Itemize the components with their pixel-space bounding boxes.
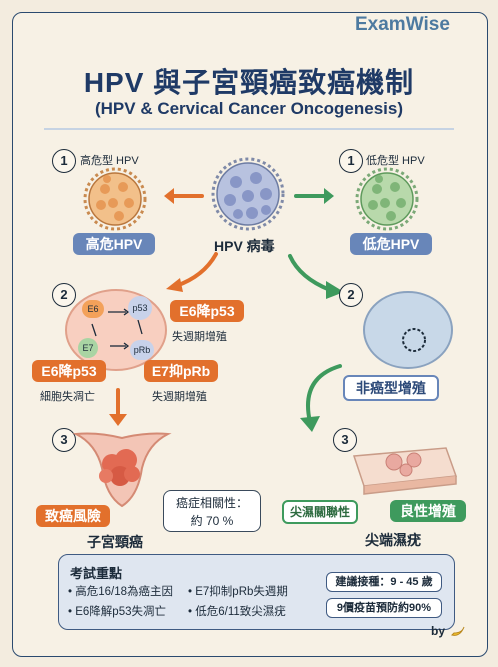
key-point-1-text: 高危16/18為癌主因	[75, 586, 174, 598]
p53-protein-badge: p53	[128, 296, 152, 320]
step-number-2-right: 2	[339, 283, 363, 307]
key-point-2-text: E7抑制pRb失週期	[195, 586, 288, 598]
arrow-to-cancer-icon	[109, 388, 127, 426]
step-number-2-left: 2	[52, 283, 76, 307]
byline-text: by	[431, 624, 446, 638]
condyloma-skin-icon	[352, 447, 458, 495]
page-subtitle: (HPV & Cervical Cancer Oncogenesis)	[94, 99, 403, 118]
hpv-virus-icon	[211, 157, 285, 231]
page-title: HPV 與子宮頸癌致癌機制	[83, 67, 415, 98]
cervix-tumor-icon	[72, 432, 172, 508]
arrow-to-low-risk-path-icon	[288, 254, 344, 299]
cancer-correlation-box: 癌症相關性： 約 70 %	[163, 490, 261, 532]
cancer-correlation-value: 約 70 %	[190, 514, 234, 528]
byline: by	[431, 624, 445, 638]
key-point-4: • 低危6/11致尖濕疣	[188, 606, 286, 618]
arrow-to-condyloma-icon	[300, 364, 342, 432]
benign-proliferation-label: 良性增殖	[390, 500, 466, 522]
low-risk-hpv-label: 低危HPV	[350, 233, 432, 255]
cancer-correlation-label: 癌症相關性：	[175, 496, 248, 510]
key-point-1: • 高危16/18為癌主因	[68, 586, 174, 598]
vaccine-efficacy-badge: 9價疫苗預防約90%	[326, 598, 442, 618]
cancer-risk-label: 致癌風險	[36, 505, 110, 527]
key-point-4-text: 低危6/11致尖濕疣	[195, 606, 286, 618]
arrow-to-low-risk-icon	[294, 188, 334, 204]
high-risk-hpv-label: 高危HPV	[73, 233, 155, 255]
vaccine-age-badge: 建議接種：9 - 45 歲	[326, 572, 442, 592]
arrow-to-high-risk-path-icon	[166, 252, 218, 292]
benign-cell-icon	[363, 291, 453, 369]
e6-p53-top-label: E6降p53	[170, 300, 244, 322]
step-number-3-right: 3	[333, 428, 357, 452]
key-point-3: • E6降解p53失凋亡	[68, 606, 166, 618]
e6-protein-badge: E6	[82, 300, 104, 318]
high-risk-small-label: 高危型 HPV	[80, 155, 139, 167]
e7-prb-label: E7抑pRb	[144, 360, 218, 382]
step-number-1-left: 1	[52, 149, 76, 173]
apoptosis-loss-text: 細胞失凋亡	[40, 391, 95, 403]
condyloma-label: 尖端濕疣	[365, 532, 421, 548]
low-risk-small-label: 低危型 HPV	[366, 155, 425, 167]
condyloma-association-label: 尖濕關聯性	[282, 500, 358, 524]
key-point-3-text: E6降解p53失凋亡	[75, 606, 166, 618]
step-number-3-left: 3	[52, 428, 76, 452]
hpv-virus-label: HPV 病毒	[214, 238, 275, 254]
banana-icon	[451, 626, 465, 636]
key-points-title: 考試重點	[70, 566, 123, 581]
step-number-1-right: 1	[339, 149, 363, 173]
e7-protein-badge: E7	[78, 338, 98, 358]
cervical-cancer-label: 子宮頸癌	[87, 534, 143, 550]
arrow-to-high-risk-icon	[164, 188, 204, 204]
brand-logo: ExamWise	[355, 14, 450, 35]
low-risk-virus-icon	[355, 167, 419, 231]
non-cancer-proliferation-label: 非癌型增殖	[343, 375, 439, 401]
e6-p53-left-label: E6降p53	[32, 360, 106, 382]
prb-protein-badge: pRb	[130, 340, 154, 360]
title-underline	[44, 128, 454, 130]
cell-cycle-top-text: 失週期增殖	[172, 331, 227, 343]
high-risk-virus-icon	[83, 167, 147, 231]
key-point-2: • E7抑制pRb失週期	[188, 586, 288, 598]
cell-cycle-bottom-text: 失週期增殖	[152, 391, 207, 403]
